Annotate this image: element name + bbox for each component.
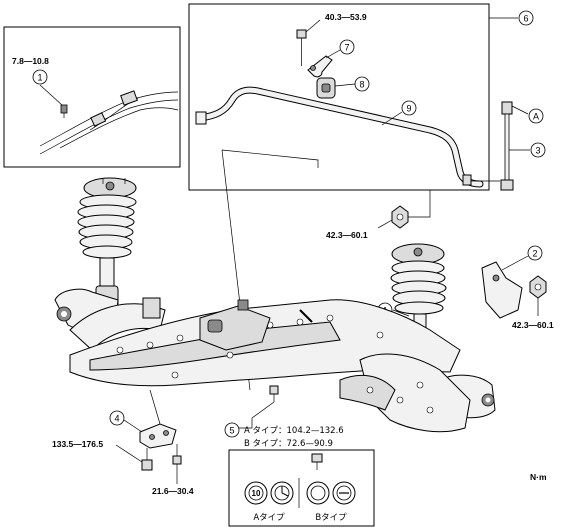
torque-label-1: 7.8—10.8 xyxy=(12,56,49,66)
bolt-head-a-icon: 10 xyxy=(244,481,294,505)
inset-stabilizer-bar: 6 8 7 40.3—53.9 9 xyxy=(188,3,534,391)
callout-A-top: A xyxy=(533,112,539,122)
bolt-head-a-mark: 10 xyxy=(252,489,261,498)
callout-7-number: 7 xyxy=(344,43,349,53)
bolt-type-b-spec: B タイプ：72.6—90.9 xyxy=(244,439,333,449)
inset-stabilizer-clip: 1 7.8—10.8 xyxy=(3,26,181,168)
callout-2-number: 2 xyxy=(532,249,537,259)
callout-6-number: 6 xyxy=(523,14,528,24)
callout-6-circle xyxy=(518,10,534,26)
callout-9-circle xyxy=(401,100,417,116)
callout-8-number: 8 xyxy=(359,80,364,90)
bolt-icon xyxy=(60,104,68,118)
bolt-head-b-icon xyxy=(306,481,356,505)
callout-3-circle xyxy=(530,142,546,158)
callout-9-number: 9 xyxy=(406,104,411,114)
callout-A-top-circle xyxy=(528,108,544,124)
callout-3-number: 3 xyxy=(535,146,540,156)
crossmember xyxy=(69,297,471,433)
nut-icon xyxy=(391,205,409,229)
torque-label-bracket-bolt-small: 21.6—30.4 xyxy=(152,486,194,496)
callout-5-circle xyxy=(224,422,240,438)
bolt-icon xyxy=(296,29,307,66)
bolt-type-b-caption: Bタイプ xyxy=(315,513,347,523)
bracket-icon xyxy=(307,55,333,78)
bracket-2: 2 42.3—60.1 xyxy=(481,245,554,330)
bracket-4: 4 133.5—176.5 21.6—30.4 xyxy=(52,389,194,496)
callout-1-number: 1 xyxy=(37,73,42,83)
torque-label-stabilizer-bolt: 40.3—53.9 xyxy=(325,12,367,22)
bolt-type-a-spec: A タイプ：104.2—132.6 xyxy=(244,426,344,436)
bolt-type-a-caption: Aタイプ xyxy=(253,513,285,523)
callout-8-circle xyxy=(354,76,370,92)
callout-2-circle xyxy=(527,245,543,261)
unit-label: N·m xyxy=(530,472,547,482)
bolt-icon xyxy=(269,385,279,402)
stabilizer-link: A 3 xyxy=(500,101,546,191)
bushing-icon xyxy=(316,77,336,99)
torque-label-link-nut-lower: 42.3—60.1 xyxy=(326,230,368,240)
callout-5-number: 5 xyxy=(229,426,234,436)
callout-4-circle xyxy=(109,410,125,426)
torque-label-bracket-bolt-big: 133.5—176.5 xyxy=(52,439,103,449)
callout-7-circle xyxy=(339,39,355,55)
bolt-type-box: 10 Aタイプ Bタイプ xyxy=(228,449,375,527)
torque-label-link-nut-right: 42.3—60.1 xyxy=(512,320,554,330)
callout-1-circle xyxy=(32,69,48,85)
callout-4-number: 4 xyxy=(114,414,119,424)
